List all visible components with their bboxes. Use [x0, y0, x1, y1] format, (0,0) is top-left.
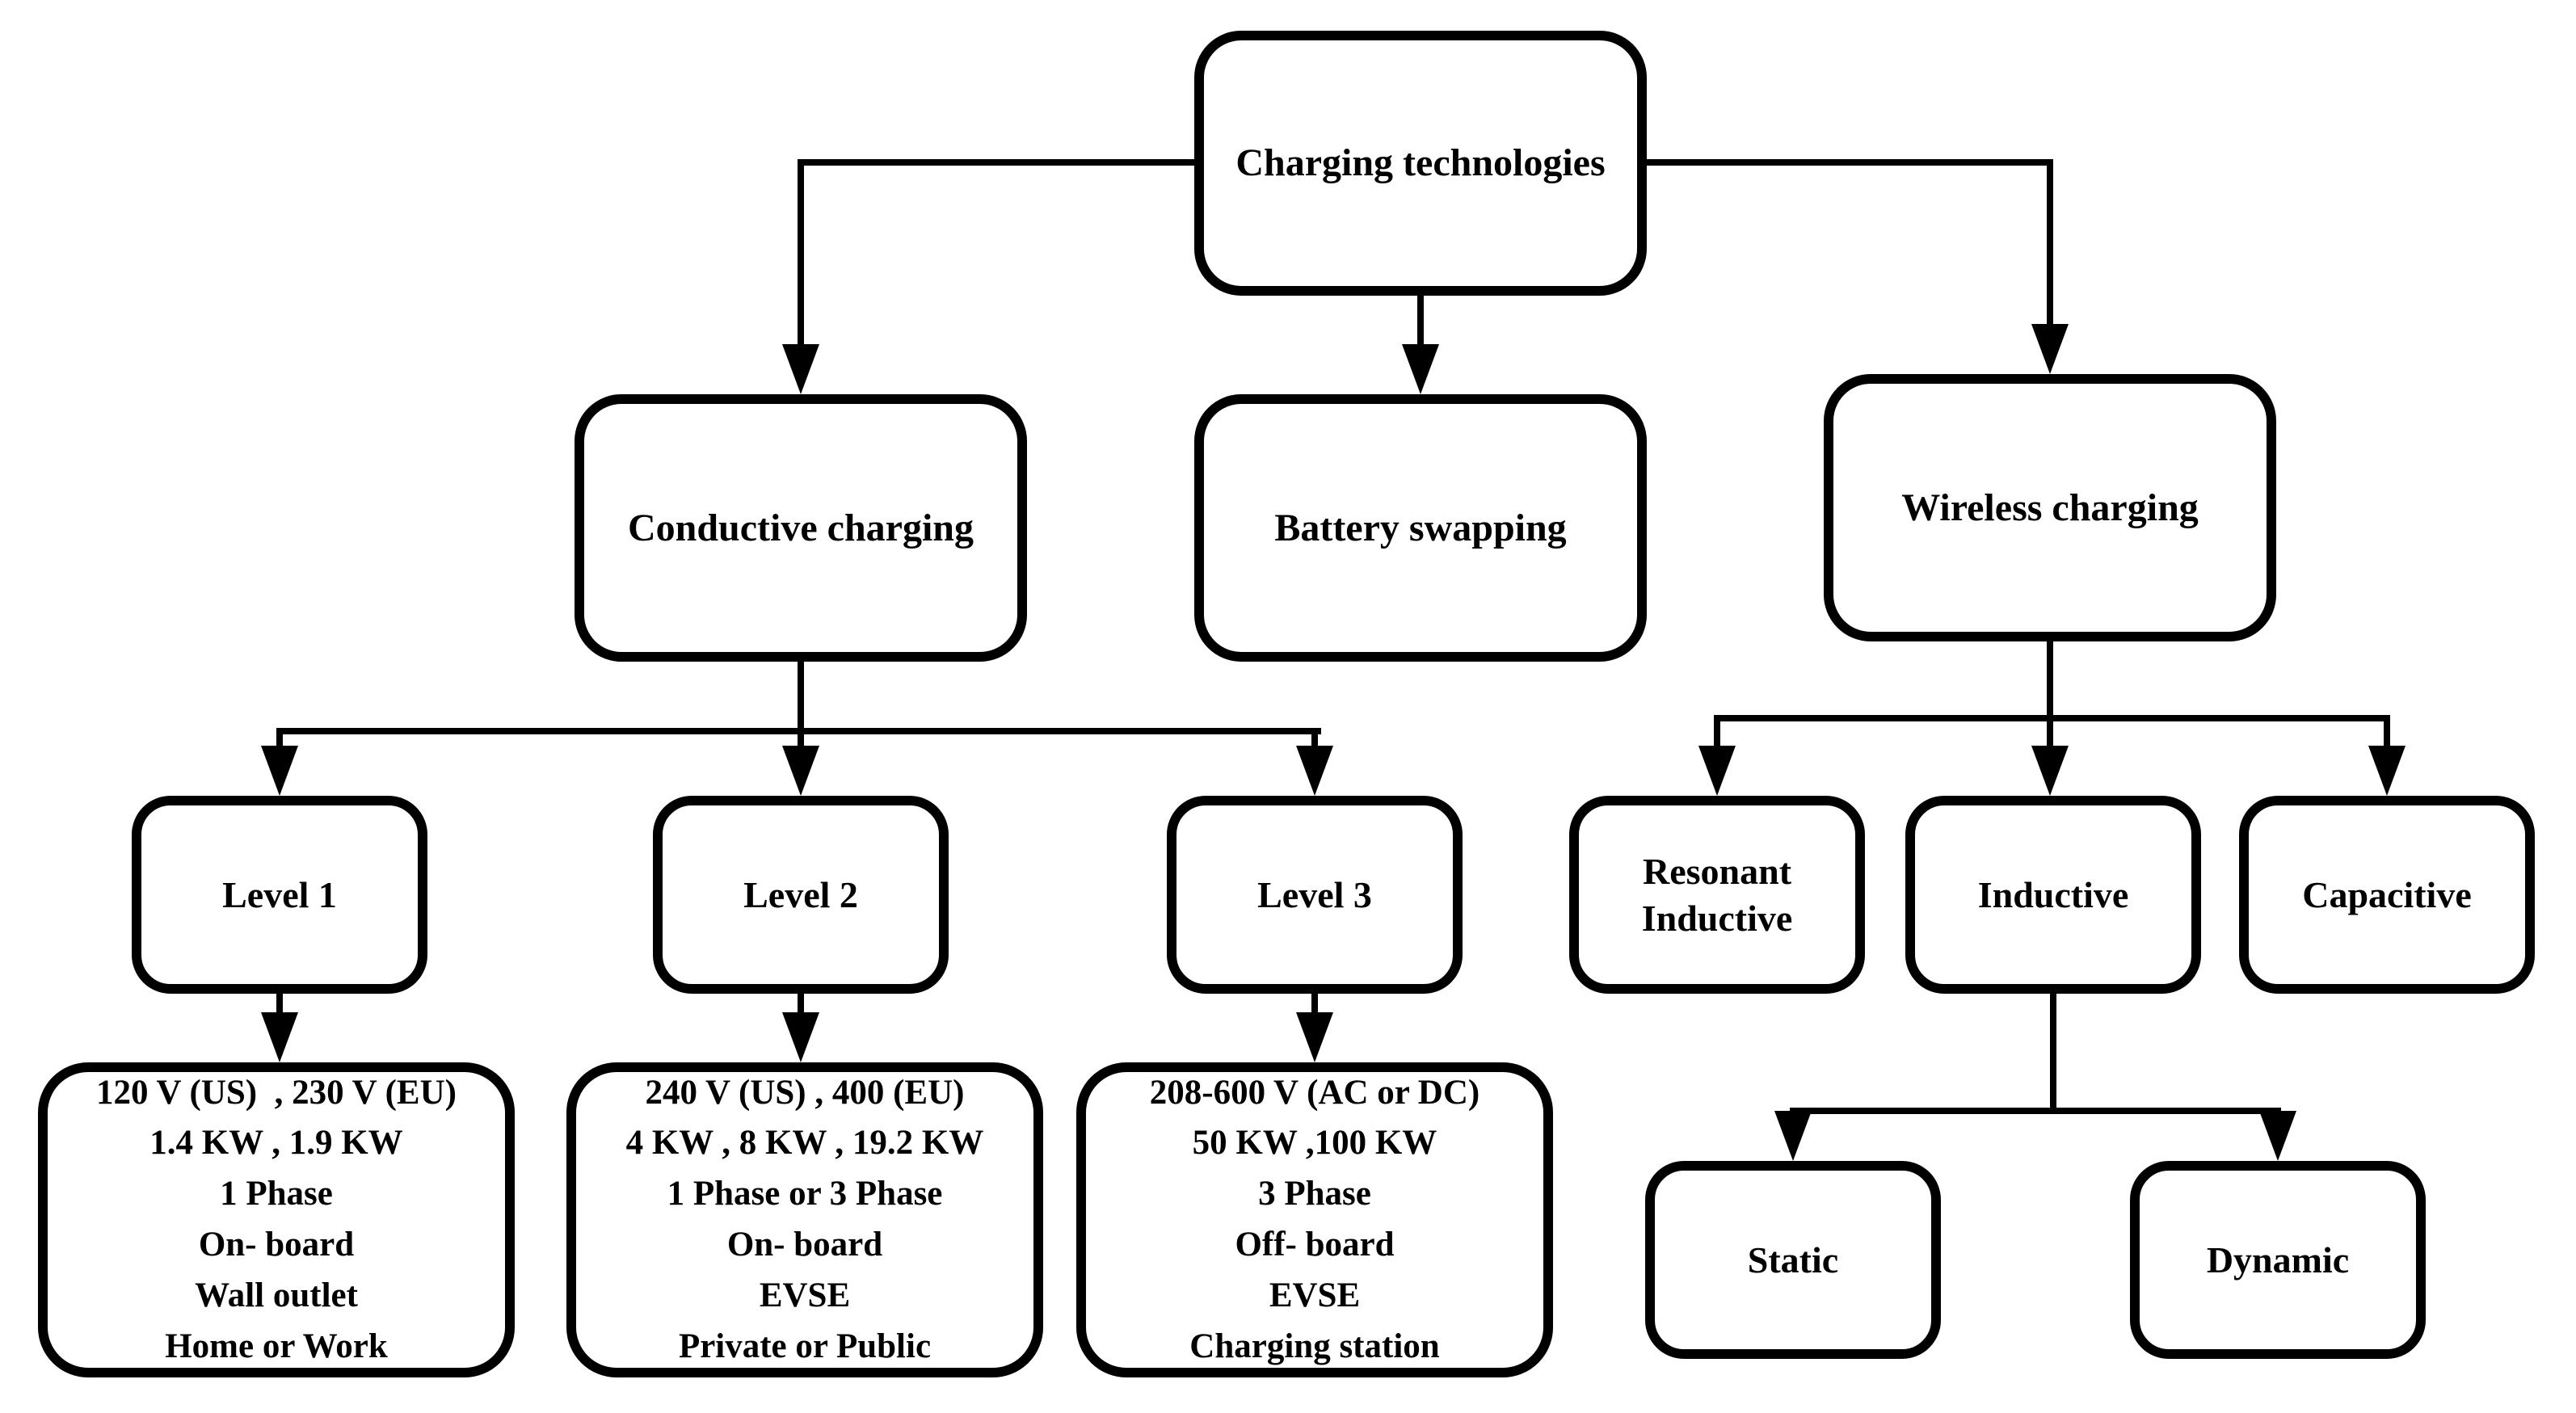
- node-capacitive-label: Capacitive: [2302, 873, 2472, 915]
- node-dynamic-label: Dynamic: [2206, 1238, 2350, 1281]
- stem-level-1-details: [276, 987, 283, 1016]
- connector-top-to-battery-vertical: [1417, 289, 1424, 347]
- arrowhead-to-level-3-details: [1296, 1012, 1333, 1062]
- node-level-3-details: 208-600 V (AC or DC) 50 KW ,100 KW 3 Pha…: [1076, 1062, 1553, 1377]
- node-resonant-inductive: Resonant Inductive: [1569, 796, 1865, 994]
- node-static-label: Static: [1747, 1238, 1839, 1281]
- node-level-1-details: 120 V (US) , 230 V (EU) 1.4 KW , 1.9 KW …: [38, 1062, 515, 1377]
- node-level-2: Level 2: [653, 796, 949, 994]
- stem-level-2-details: [798, 987, 804, 1016]
- connector-top-to-conductive-horizontal: [798, 159, 1198, 166]
- node-conductive-charging-label: Conductive charging: [627, 506, 974, 549]
- stem-capacitive: [2384, 715, 2390, 749]
- connector-top-to-wireless-vertical: [2047, 159, 2053, 327]
- arrowhead-to-level-1: [261, 746, 298, 796]
- node-level-2-details-text: 240 V (US) , 400 (EU) 4 KW , 8 KW , 19.2…: [625, 1073, 984, 1365]
- node-capacitive: Capacitive: [2239, 796, 2535, 994]
- stem-level-1: [276, 728, 283, 751]
- arrowhead-to-level-1-details: [261, 1012, 298, 1062]
- arrowhead-to-capacitive: [2368, 746, 2406, 796]
- node-battery-swapping-label: Battery swapping: [1274, 506, 1567, 549]
- node-wireless-charging: Wireless charging: [1824, 374, 2276, 641]
- node-resonant-inductive-label: Resonant Inductive: [1641, 851, 1793, 939]
- arrowhead-to-level-2-details: [782, 1012, 819, 1062]
- arrowhead-to-level-2: [782, 746, 819, 796]
- stem-inductive: [2047, 715, 2053, 749]
- arrowhead-to-inductive: [2031, 746, 2069, 796]
- node-level-1-label: Level 1: [222, 873, 337, 915]
- arrowhead-to-static: [1774, 1111, 1812, 1161]
- stem-resonant-inductive: [1714, 715, 1720, 749]
- node-charging-technologies-label: Charging technologies: [1235, 141, 1606, 184]
- node-level-2-details: 240 V (US) , 400 (EU) 4 KW , 8 KW , 19.2…: [566, 1062, 1043, 1377]
- connector-conductive-down: [798, 656, 804, 734]
- stem-level-3: [1311, 728, 1318, 751]
- arrowhead-to-conductive-charging: [782, 344, 819, 394]
- arrowhead-to-wireless-charging: [2031, 324, 2069, 374]
- node-level-3-label: Level 3: [1257, 873, 1372, 915]
- arrowhead-to-dynamic: [2259, 1111, 2296, 1161]
- node-charging-technologies: Charging technologies: [1194, 31, 1647, 296]
- node-inductive: Inductive: [1905, 796, 2201, 994]
- node-wireless-charging-label: Wireless charging: [1901, 486, 2199, 529]
- node-static: Static: [1645, 1161, 1941, 1359]
- node-level-2-label: Level 2: [743, 873, 858, 915]
- stem-level-2: [798, 728, 804, 751]
- node-level-3: Level 3: [1167, 796, 1463, 994]
- inductive-branch-rail: [1790, 1108, 2281, 1114]
- stem-level-3-details: [1311, 987, 1318, 1016]
- node-dynamic: Dynamic: [2130, 1161, 2426, 1359]
- node-conductive-charging: Conductive charging: [575, 394, 1027, 662]
- arrowhead-to-battery-swapping: [1402, 344, 1439, 394]
- arrowhead-to-resonant-inductive: [1698, 746, 1736, 796]
- node-level-3-details-text: 208-600 V (AC or DC) 50 KW ,100 KW 3 Pha…: [1149, 1073, 1480, 1365]
- connector-top-to-wireless-horizontal: [1640, 159, 2053, 166]
- arrowhead-to-level-3: [1296, 746, 1333, 796]
- node-battery-swapping: Battery swapping: [1194, 394, 1647, 662]
- connector-top-to-conductive-vertical: [798, 159, 804, 347]
- node-level-1: Level 1: [132, 796, 427, 994]
- connector-wireless-down: [2047, 636, 2053, 718]
- node-inductive-label: Inductive: [1977, 873, 2129, 915]
- connector-inductive-down: [2050, 987, 2056, 1114]
- node-level-1-details-text: 120 V (US) , 230 V (EU) 1.4 KW , 1.9 KW …: [96, 1073, 457, 1365]
